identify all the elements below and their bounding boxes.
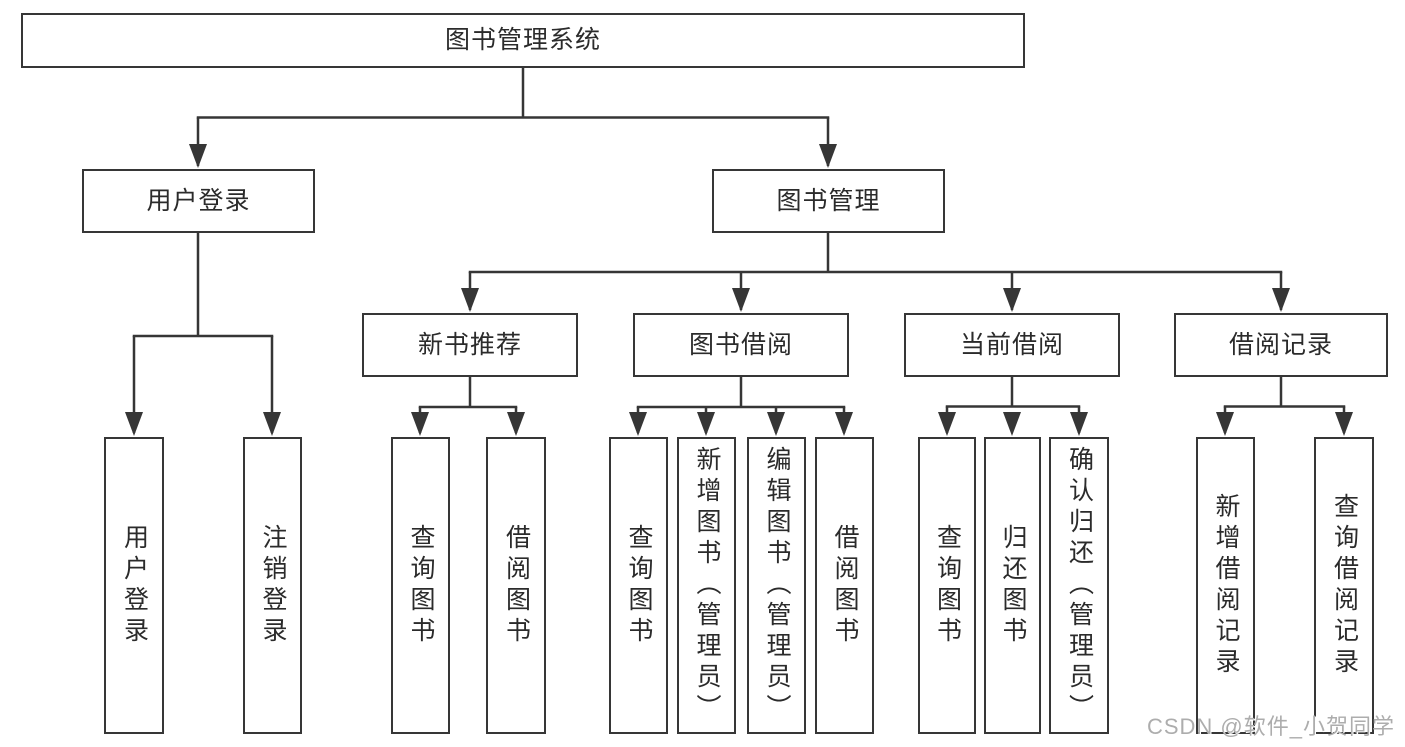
leaf-query-book-borrow: 查询图书 bbox=[609, 437, 668, 734]
node-label: 查询图书 bbox=[933, 523, 962, 648]
node-label: 确认归还（管理员） bbox=[1065, 446, 1094, 725]
node-label: 新增图书（管理员） bbox=[693, 446, 721, 725]
leaf-confirm-return-admin: 确认归还（管理员） bbox=[1049, 437, 1109, 734]
node-label: 新增借阅记录 bbox=[1212, 492, 1240, 679]
leaf-return-book: 归还图书 bbox=[984, 437, 1041, 734]
node-label: 当前借阅 bbox=[959, 330, 1064, 359]
node-label: 借阅图书 bbox=[502, 523, 531, 648]
node-library-system: 图书管理系统 bbox=[21, 13, 1025, 68]
leaf-query-book-recommend: 查询图书 bbox=[391, 437, 450, 734]
node-borrow-records: 借阅记录 bbox=[1174, 313, 1388, 377]
node-label: 注销登录 bbox=[259, 523, 287, 648]
leaf-query-borrow-record: 查询借阅记录 bbox=[1314, 437, 1374, 734]
leaf-edit-book-admin: 编辑图书（管理员） bbox=[747, 437, 806, 734]
leaf-logout: 注销登录 bbox=[243, 437, 302, 734]
node-book-borrow: 图书借阅 bbox=[633, 313, 849, 377]
leaf-borrow-book: 借阅图书 bbox=[815, 437, 874, 734]
node-user-login: 用户登录 bbox=[82, 169, 315, 233]
node-label: 借阅图书 bbox=[831, 523, 859, 648]
leaf-borrow-book-recommend: 借阅图书 bbox=[486, 437, 546, 734]
node-label: 用户登录 bbox=[146, 186, 251, 215]
leaf-query-book-current: 查询图书 bbox=[918, 437, 976, 734]
node-label: 借阅记录 bbox=[1228, 330, 1333, 359]
node-label: 图书管理 bbox=[776, 186, 881, 215]
node-book-management: 图书管理 bbox=[712, 169, 945, 233]
node-label: 查询图书 bbox=[407, 523, 435, 648]
node-label: 归还图书 bbox=[999, 523, 1027, 648]
leaf-user-login: 用户登录 bbox=[104, 437, 164, 734]
node-current-borrow: 当前借阅 bbox=[904, 313, 1120, 377]
node-label: 图书借阅 bbox=[688, 330, 793, 359]
leaf-add-book-admin: 新增图书（管理员） bbox=[677, 437, 736, 734]
csdn-watermark: CSDN @软件_小贺同学 bbox=[1146, 714, 1395, 739]
node-label: 用户登录 bbox=[120, 523, 149, 648]
node-label: 图书管理系统 bbox=[444, 26, 601, 54]
leaf-add-borrow-record: 新增借阅记录 bbox=[1196, 437, 1255, 734]
node-label: 查询借阅记录 bbox=[1330, 492, 1359, 679]
node-label: 新书推荐 bbox=[417, 330, 522, 359]
node-new-book-recommend: 新书推荐 bbox=[362, 313, 578, 377]
node-label: 查询图书 bbox=[625, 523, 653, 648]
node-label: 编辑图书（管理员） bbox=[763, 446, 791, 725]
